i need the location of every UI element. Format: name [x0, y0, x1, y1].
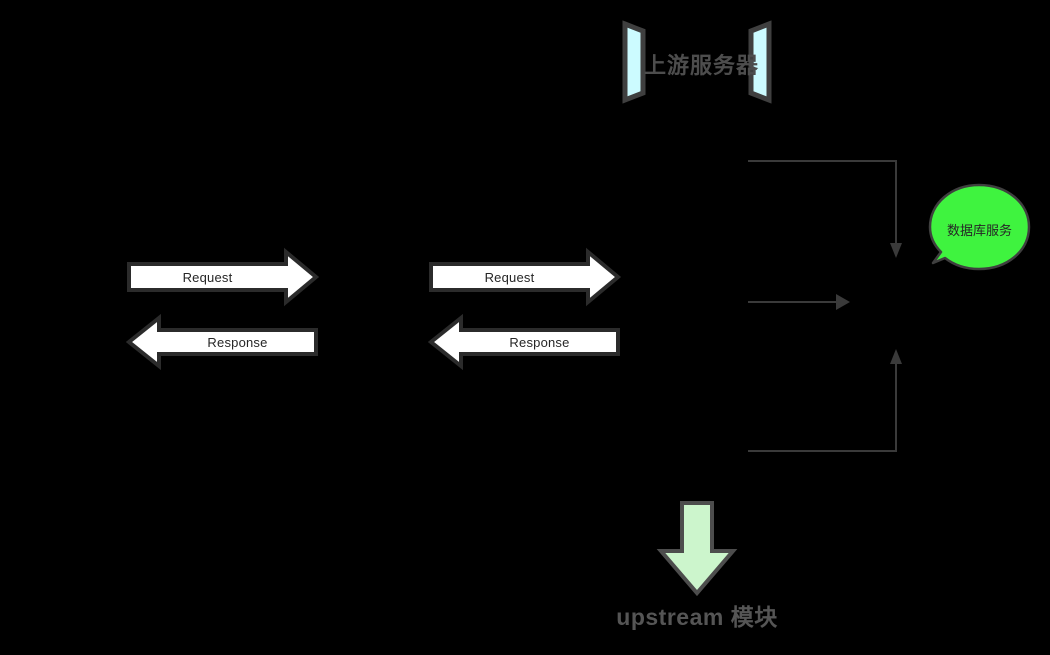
flow-1-request-label: Request — [182, 270, 233, 285]
upstream-server-group[interactable] — [622, 20, 772, 104]
server-bracket-right-icon — [748, 20, 772, 104]
speech-bubble-icon — [928, 183, 1031, 271]
connector-bottom-up — [748, 349, 902, 452]
flow-2-request-arrow[interactable] — [429, 247, 622, 307]
connector-middle-right — [748, 294, 850, 310]
flow-1-response-label: Response — [207, 335, 268, 350]
block-arrow-right-icon — [429, 247, 622, 307]
flow-2-request-label: Request — [484, 270, 535, 285]
block-arrow-left-icon — [427, 313, 620, 371]
down-arrow-icon — [656, 501, 738, 597]
upstream-module-arrow[interactable] — [656, 501, 738, 597]
server-bracket-left-icon — [622, 20, 646, 104]
block-arrow-left-icon — [125, 313, 318, 371]
database-service-group[interactable] — [928, 183, 1031, 271]
block-arrow-right-icon — [127, 247, 320, 307]
upstream-module-label: upstream 模块 — [616, 604, 778, 630]
flow-2-response-arrow[interactable] — [427, 313, 620, 371]
flow-1-response-arrow[interactable] — [125, 313, 318, 371]
database-service-label: 数据库服务 — [946, 223, 1012, 238]
flow-1-request-arrow[interactable] — [127, 247, 320, 307]
flow-2-response-label: Response — [509, 335, 570, 350]
connector-top-down — [748, 160, 902, 258]
upstream-server-title: 上游服务器 — [644, 53, 760, 78]
